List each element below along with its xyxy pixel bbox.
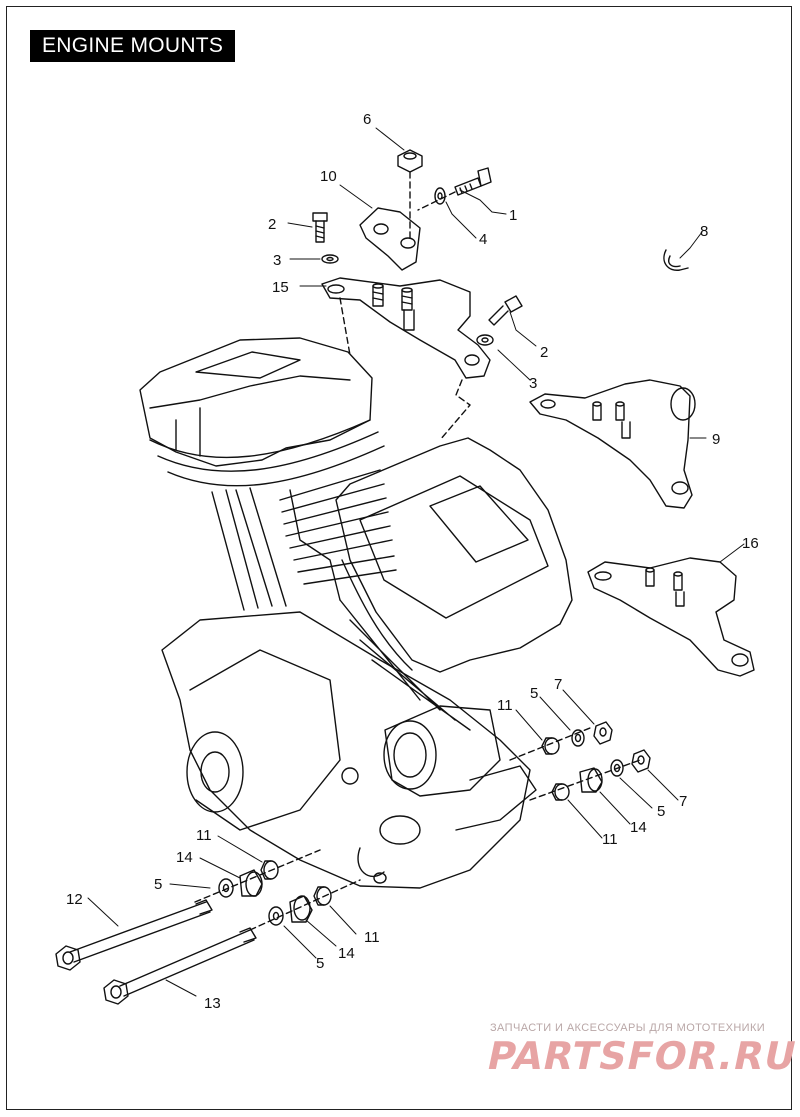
watermark-brand: PARTSFOR.RU xyxy=(483,1034,800,1078)
callout-10: 10 xyxy=(320,168,337,185)
assembly-line-left-upper xyxy=(194,849,321,903)
watermark-tagline: ЗАПЧАСТИ И АКСЕССУАРЫ ДЛЯ МОТОТЕХНИКИ xyxy=(490,1022,766,1034)
washer-3-right xyxy=(476,334,494,346)
callout-labels: 6 10 1 4 2 3 15 8 2 3 9 16 11 5 7 7 5 14… xyxy=(66,111,759,1012)
callout-5-right-upper: 5 xyxy=(530,685,538,702)
nut-6 xyxy=(397,149,423,173)
spacer-14-right xyxy=(579,767,603,793)
leader-lines xyxy=(87,127,745,997)
callout-14-left-lower: 14 xyxy=(338,945,355,962)
callout-11-right-lower: 11 xyxy=(602,831,618,848)
assembly-line-right-upper xyxy=(509,727,591,761)
nut-7-right-lower xyxy=(631,749,651,773)
washer-5-left-upper xyxy=(218,878,234,898)
callout-4: 4 xyxy=(479,231,487,248)
diagram-frame xyxy=(6,6,792,1110)
washer-3-upper xyxy=(321,254,339,264)
callout-14-right: 14 xyxy=(630,819,647,836)
assembly-line-right-lower xyxy=(529,759,641,801)
washer-5-right-upper xyxy=(571,729,585,747)
bolt-1 xyxy=(454,167,492,196)
callout-11-left-lower: 11 xyxy=(364,929,380,946)
spacer-11-left-lower xyxy=(313,886,332,906)
nut-7-right-upper xyxy=(593,721,613,745)
spacer-11-right-upper xyxy=(541,737,560,755)
page-title: ENGINE MOUNTS xyxy=(30,30,236,62)
callout-1: 1 xyxy=(509,207,517,224)
callout-5-right-lower: 5 xyxy=(657,803,665,820)
bracket-9 xyxy=(529,379,696,509)
callout-15: 15 xyxy=(272,279,289,296)
bolt-12 xyxy=(55,899,213,971)
bolt-2-right xyxy=(488,295,523,326)
callout-7-right-lower: 7 xyxy=(679,793,687,810)
engine-assembly xyxy=(139,337,573,889)
assembly-line-left-lower xyxy=(249,879,361,931)
callout-13: 13 xyxy=(204,995,221,1012)
callout-7-right-upper: 7 xyxy=(554,676,562,693)
callout-3-right: 3 xyxy=(529,375,537,392)
clip-8 xyxy=(663,249,689,271)
bracket-16 xyxy=(587,557,755,677)
callout-2-upper: 2 xyxy=(268,216,276,233)
callout-5-left-lower: 5 xyxy=(316,955,324,972)
spacer-11-right-lower xyxy=(551,783,570,801)
callout-16: 16 xyxy=(742,535,759,552)
callout-14-left-upper: 14 xyxy=(176,849,193,866)
callout-8: 8 xyxy=(700,223,708,240)
bolt-13 xyxy=(103,927,257,1005)
bracket-15 xyxy=(321,277,491,379)
spacer-14-left-upper xyxy=(239,869,263,897)
callout-3-upper: 3 xyxy=(273,252,281,269)
callout-11-right-upper: 11 xyxy=(497,697,513,714)
callout-12: 12 xyxy=(66,891,83,908)
callout-6: 6 xyxy=(363,111,371,128)
spacer-11-left-upper xyxy=(260,860,279,880)
callout-5-left-upper: 5 xyxy=(154,876,162,893)
callout-11-left-upper: 11 xyxy=(196,827,212,844)
assembly-line-15b xyxy=(439,379,471,441)
assembly-line-15 xyxy=(339,297,351,356)
callout-9: 9 xyxy=(712,431,720,448)
assembly-line-1 xyxy=(417,191,456,211)
spacer-14-left-lower xyxy=(289,895,313,923)
washer-5-left-lower xyxy=(268,906,284,926)
top-mount-bracket-10 xyxy=(359,207,421,271)
bolt-2-upper xyxy=(312,212,328,243)
callout-2-right: 2 xyxy=(540,344,548,361)
